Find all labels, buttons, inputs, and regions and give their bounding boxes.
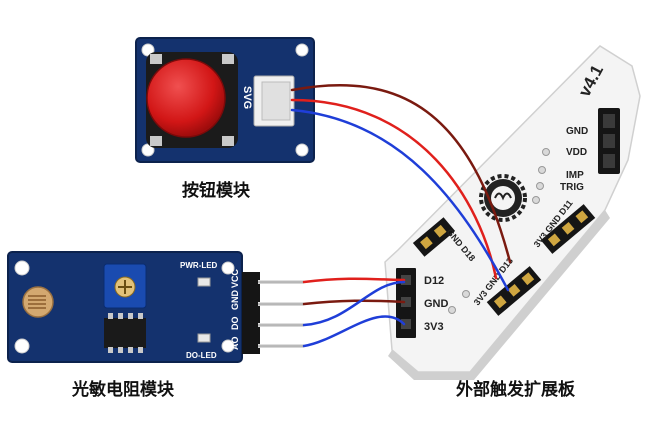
wire-red-button: [290, 98, 498, 280]
caption-board: 外部触发扩展板: [456, 380, 575, 400]
label-trig: TRIG: [560, 182, 584, 193]
pwr-led-label: PWR-LED: [180, 261, 218, 270]
comparator-chip: [104, 318, 146, 348]
wires: [290, 83, 512, 348]
header-d12-gnd-3v3: [396, 268, 416, 338]
wire-blue-light: [302, 315, 406, 348]
push-button-cap: [146, 58, 226, 138]
wire-brown-light: [302, 299, 406, 306]
connector-label-svg: SVG: [241, 86, 253, 109]
light-sensor-module: PWR-LED DO-LED AO DO GND VCC: [7, 251, 304, 363]
pwr-led: [197, 277, 211, 287]
board-edge-shadow: [388, 210, 610, 380]
pin-label-gnd: GND: [230, 290, 240, 311]
photoresistor: [22, 286, 54, 318]
wire-red-light: [302, 277, 406, 284]
header-3v3-gnd-d11: 3V3 GND D11: [532, 198, 596, 254]
label-vdd: VDD: [566, 147, 587, 158]
wire-blue-button: [290, 108, 510, 292]
via-holes: [448, 148, 550, 314]
caption-light-module: 光敏电阻模块: [72, 380, 174, 400]
label-imp: IMP: [566, 170, 584, 181]
light-pin-header: [242, 272, 260, 354]
label-3v3-left: 3V3: [424, 321, 444, 333]
pin-label-ao: AO: [230, 337, 240, 351]
pin-label-vcc: VCC: [230, 268, 240, 288]
wire-brown-button: [290, 83, 512, 264]
do-led: [197, 333, 211, 343]
do-led-label: DO-LED: [186, 351, 217, 360]
pin-label-do: DO: [230, 317, 240, 331]
label-gnd-right: GND: [566, 126, 588, 137]
extension-board: v4.1 GND VDD IMP TRIG: [384, 45, 641, 380]
label-d12: D12: [424, 275, 444, 287]
wire-blue-light-2: [302, 280, 406, 327]
label-gnd-left: GND: [424, 298, 449, 310]
button-module: SVG: [135, 37, 315, 163]
caption-button-module: 按钮模块: [182, 181, 250, 201]
